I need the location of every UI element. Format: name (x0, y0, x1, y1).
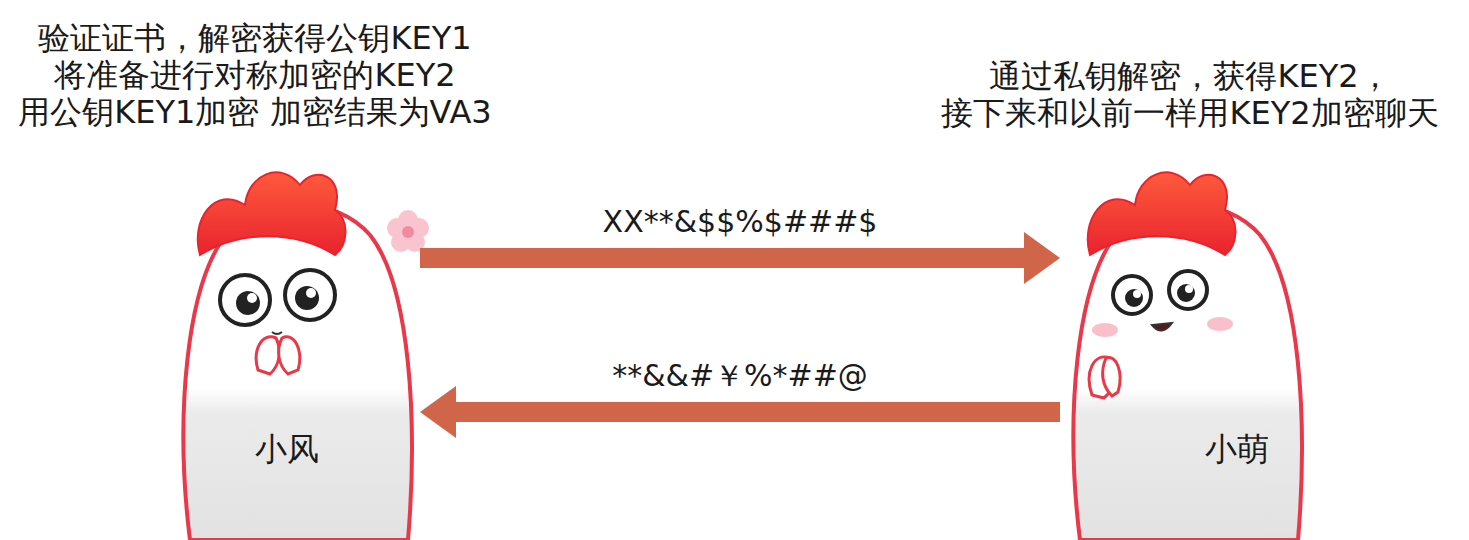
arrow-shaft (420, 248, 1026, 268)
ciphertext-label: **&&#￥%*##@ (608, 358, 872, 394)
arrow-shaft (454, 402, 1060, 422)
step-note: 通过私钥解密，获得KEY2， 接下来和以前一样用KEY2加密聊天 (912, 58, 1468, 132)
ciphertext-label: XX**&$$%$###$ (599, 204, 882, 240)
character-node: 验证证书，解密获得公钥KEY1 将准备进行对称加密的KEY2 用公钥KEY1加密… (170, 160, 420, 540)
character-name: 小风 (255, 430, 319, 468)
step-note: 验证证书，解密获得公钥KEY1 将准备进行对称加密的KEY2 用公钥KEY1加密… (0, 20, 515, 131)
character-name: 小萌 (1205, 430, 1269, 468)
arrow-head (420, 386, 456, 438)
arrow-head (1024, 232, 1060, 284)
character-left (183, 172, 429, 540)
character-right (1073, 172, 1301, 540)
character-node: 通过私钥解密，获得KEY2， 接下来和以前一样用KEY2加密聊天小萌 (1060, 160, 1310, 540)
